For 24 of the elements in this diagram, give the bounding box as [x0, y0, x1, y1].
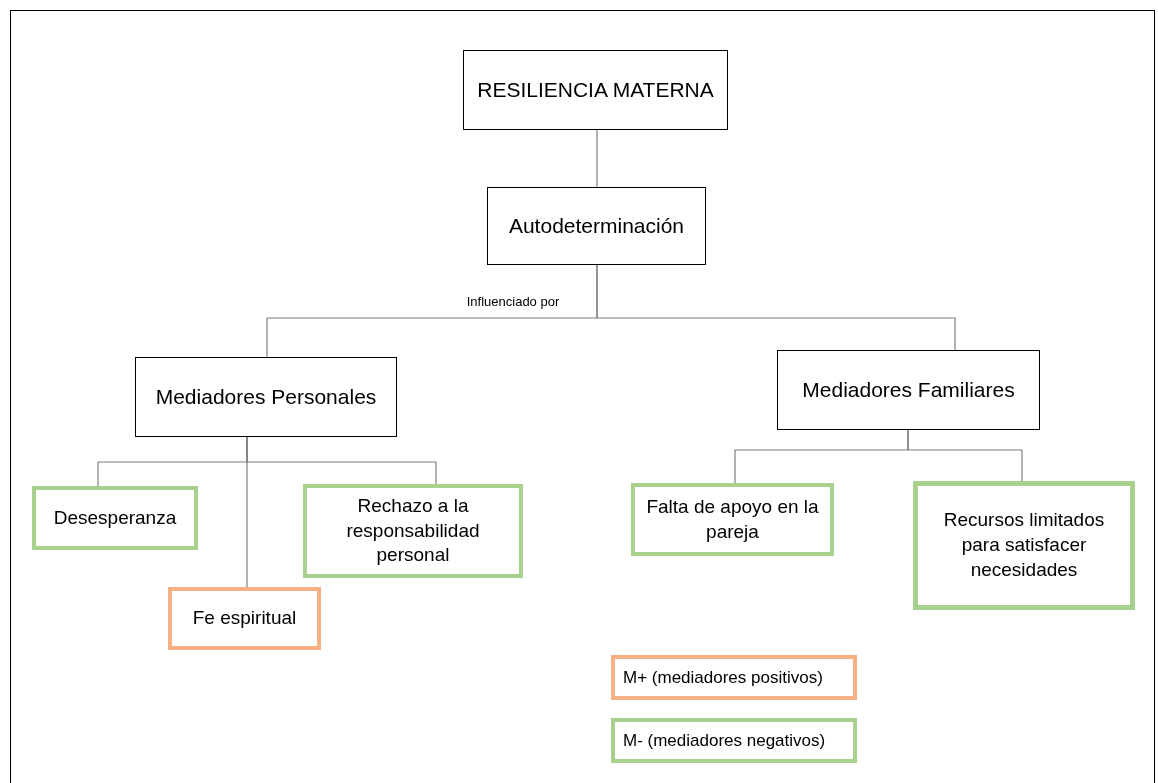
connector-line: [596, 264, 956, 351]
concept-box: [32, 486, 198, 550]
concept-box: [487, 187, 706, 265]
concept-box: [168, 587, 321, 650]
node-text: Fe espiritual: [192, 606, 297, 631]
connector-line: [246, 436, 248, 588]
node-text: Falta de apoyo en la pareja: [645, 494, 820, 544]
concept-box: [303, 484, 523, 578]
node-text: Rechazo a la responsabilidad personal: [345, 493, 481, 568]
node-text: Desesperanza: [53, 505, 177, 530]
node-text: Mediadores Personales: [155, 384, 377, 411]
concept-box: [631, 483, 834, 556]
node-text: RESILIENCIA MATERNA: [477, 77, 714, 104]
connector-line: [596, 129, 598, 188]
legend-item: M- (mediadores negativos): [611, 718, 857, 763]
legend-item: M+ (mediadores positivos): [611, 655, 857, 700]
node-text: Autodeterminación: [508, 213, 685, 240]
concept-box: [463, 50, 728, 130]
concept-box: [135, 357, 397, 437]
concept-box: [777, 350, 1040, 430]
connector-line: [907, 429, 1023, 482]
node-text: Mediadores Familiares: [802, 377, 1015, 404]
node-text: Recursos limitados para satisfacer necesidades: [942, 508, 1106, 582]
concept-box: [913, 481, 1135, 610]
